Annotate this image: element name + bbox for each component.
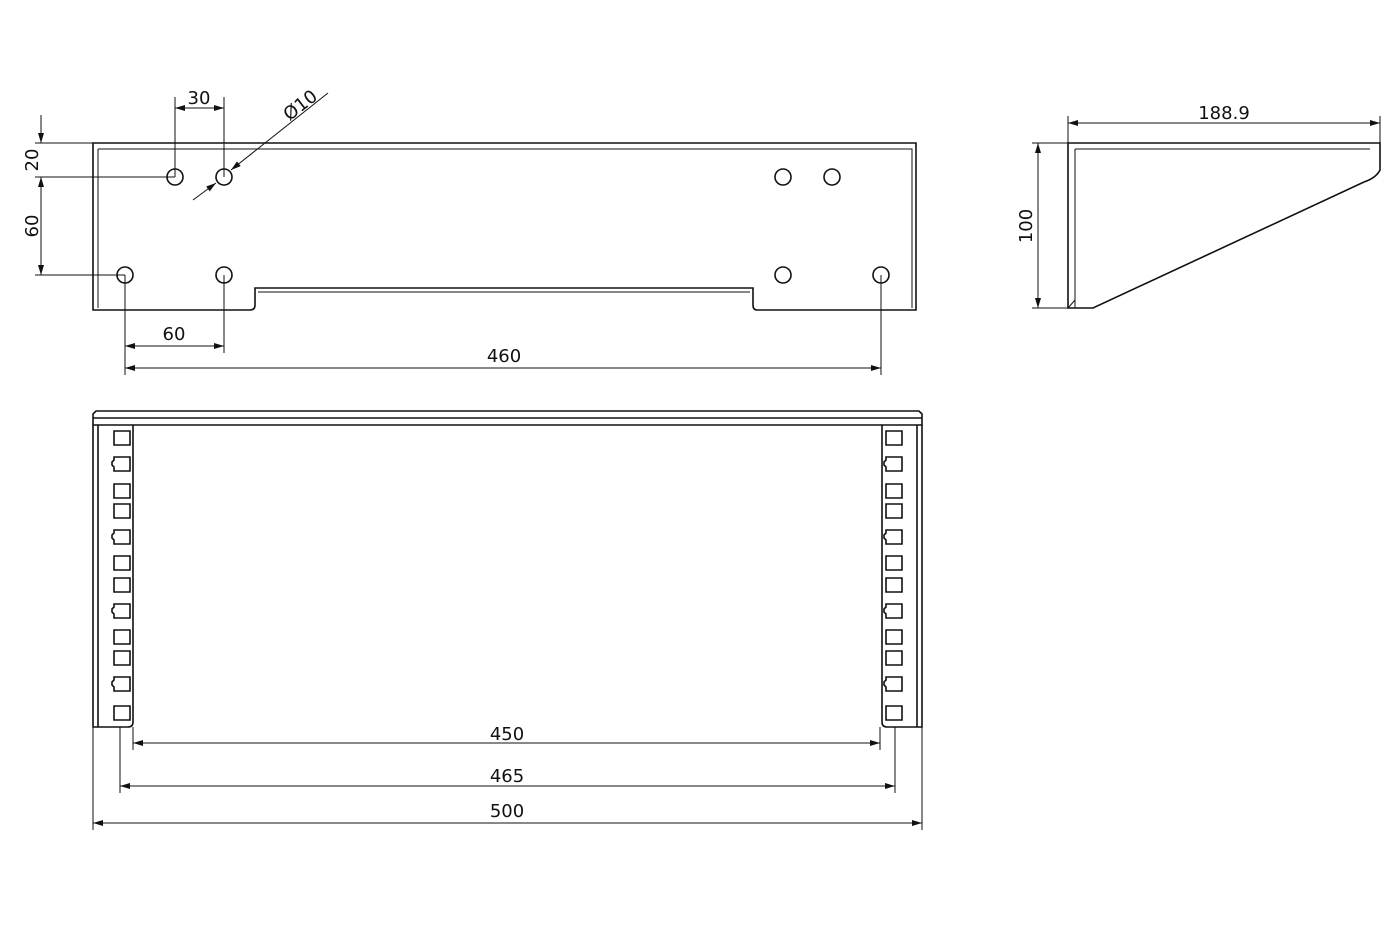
- mounting-hole: [823, 168, 841, 186]
- rack-square-hole: [113, 483, 131, 499]
- rack-square-hole: [113, 629, 131, 645]
- rack-square-hole: [885, 483, 903, 499]
- front-view: 450 465 500: [92, 410, 923, 830]
- rack-square-hole: [883, 603, 903, 619]
- rack-square-hole: [885, 430, 903, 446]
- rack-square-hole: [113, 430, 131, 446]
- rack-square-hole: [885, 555, 903, 571]
- dim-diameter: Ø10: [280, 86, 322, 125]
- dim-30: 30: [188, 88, 211, 109]
- rack-square-hole: [113, 577, 131, 593]
- mounting-holes: [116, 168, 890, 284]
- dim-60-vertical: 60: [22, 215, 43, 238]
- dim-20: 20: [22, 149, 43, 172]
- rack-square-hole: [111, 529, 131, 545]
- left-post: [92, 425, 134, 728]
- dim-465: 465: [490, 766, 524, 787]
- rack-square-hole: [113, 705, 131, 721]
- rack-square-hole: [113, 555, 131, 571]
- side-view-outline: [1067, 142, 1381, 309]
- rack-square-hole: [883, 456, 903, 472]
- rack-square-hole: [885, 503, 903, 519]
- rack-square-hole: [883, 529, 903, 545]
- side-view: 188.9 100: [1016, 103, 1381, 309]
- dim-450: 450: [490, 724, 524, 745]
- dim-460: 460: [487, 346, 521, 367]
- top-view-outline: [92, 142, 917, 311]
- rack-square-hole: [111, 456, 131, 472]
- mounting-hole: [774, 168, 792, 186]
- dim-500: 500: [490, 801, 524, 822]
- rack-holes: [111, 430, 903, 721]
- rack-square-hole: [111, 603, 131, 619]
- rack-square-hole: [885, 629, 903, 645]
- rack-square-hole: [885, 577, 903, 593]
- dim-188-9: 188.9: [1198, 103, 1250, 124]
- rack-square-hole: [885, 705, 903, 721]
- dim-100: 100: [1016, 209, 1037, 243]
- front-top-bar: [92, 410, 923, 426]
- rack-square-hole: [113, 650, 131, 666]
- right-post: [881, 425, 923, 728]
- rack-square-hole: [885, 650, 903, 666]
- rack-square-hole: [111, 676, 131, 692]
- rack-square-hole: [883, 676, 903, 692]
- rack-square-hole: [113, 503, 131, 519]
- dim-60-horizontal: 60: [163, 324, 186, 345]
- mounting-hole: [774, 266, 792, 284]
- top-view: 30 Ø10 20 60 60 460: [22, 86, 917, 375]
